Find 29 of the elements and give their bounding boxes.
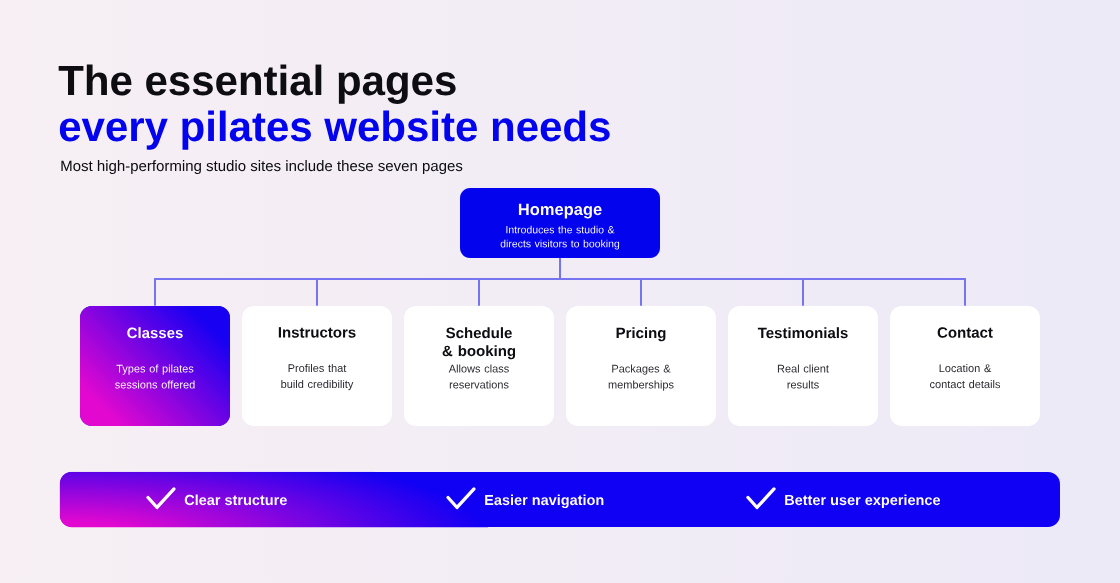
card-title: Pricing	[616, 327, 666, 342]
card-title: Classes	[127, 327, 183, 339]
page-card	[728, 306, 878, 426]
root-box	[460, 188, 660, 258]
benefits-banner	[59, 471, 1060, 528]
card-title: Instructors	[278, 327, 356, 338]
card-description: Packages & memberships	[608, 364, 674, 391]
benefit-label: Better user experience	[785, 494, 941, 508]
connector-line	[559, 257, 966, 307]
page-card	[80, 306, 230, 426]
page-card	[404, 306, 554, 426]
benefit-label: Clear structure	[184, 494, 287, 506]
card-description: Real client results	[777, 364, 829, 389]
card-description: Types of pilates sessions offered	[115, 364, 195, 389]
page-card	[566, 306, 716, 426]
box-description: Introduces the studio & directs visitors to booking	[500, 225, 620, 250]
benefit-label: Easier navigation	[485, 494, 604, 509]
card-title: Contact	[937, 327, 993, 338]
card-description: Location & contact details	[930, 364, 1001, 389]
card-title: Testimonials	[757, 327, 848, 339]
subtitle: Most high-performing studio sites include these seven pages	[61, 160, 463, 175]
page-card	[890, 306, 1040, 426]
page-card	[242, 306, 392, 426]
card-title: Schedule & booking	[442, 327, 516, 360]
title: The essential pages	[58, 64, 456, 104]
card-description: Profiles that build credibility	[281, 363, 354, 391]
title: every pilates website needs	[59, 110, 610, 150]
box-title: Homepage	[518, 203, 602, 219]
card-description: Allows class reservations	[448, 364, 509, 389]
